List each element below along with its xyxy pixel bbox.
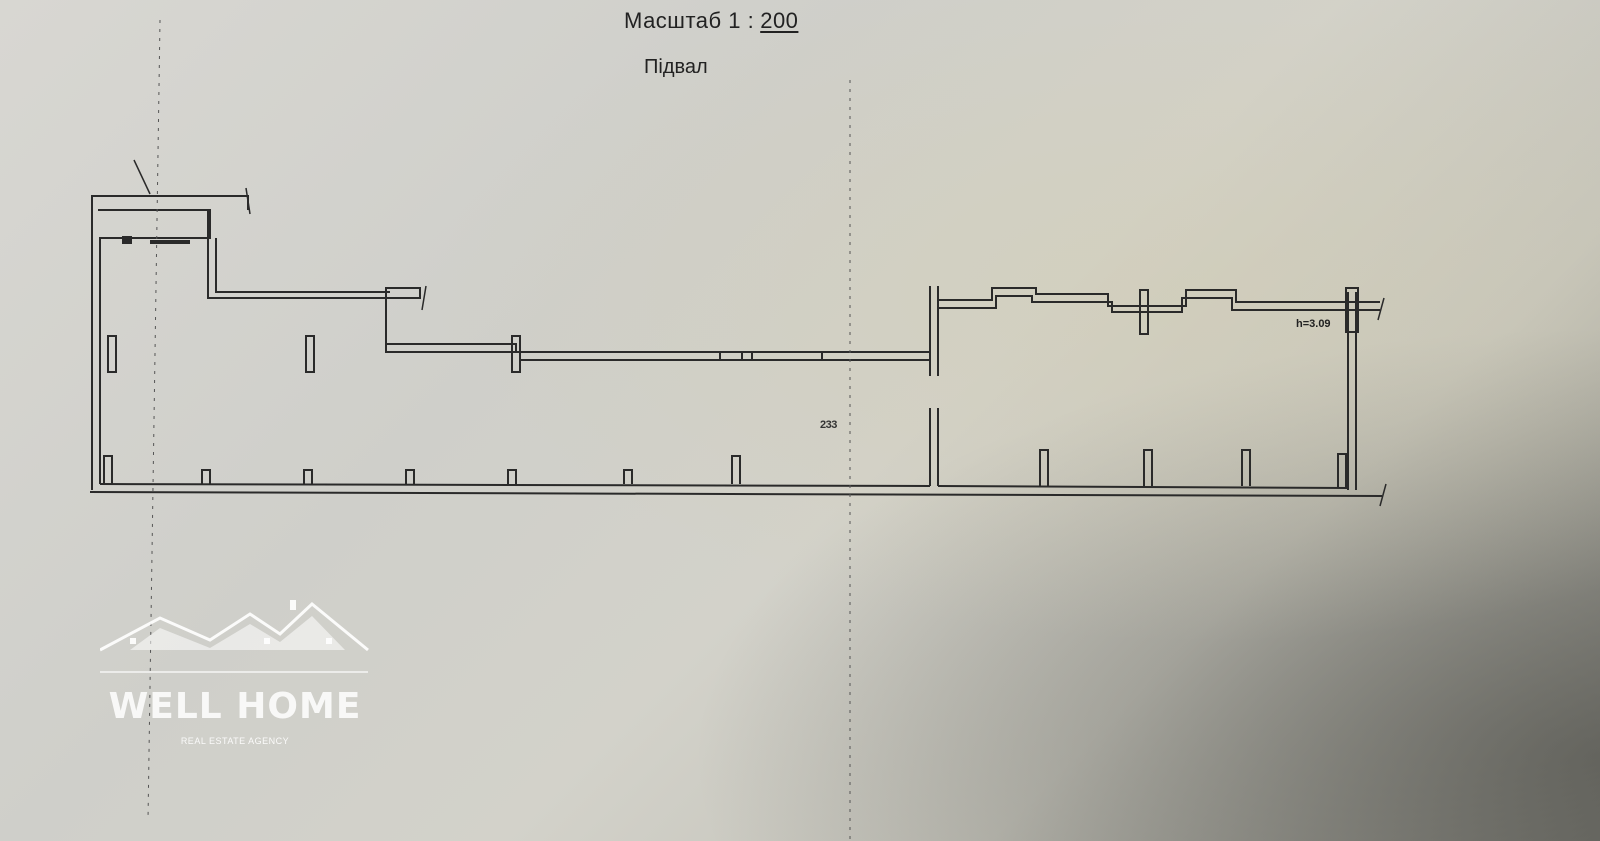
pilaster — [731, 455, 741, 484]
break-mark — [133, 159, 151, 195]
column — [719, 351, 743, 361]
hatch — [150, 240, 190, 244]
wall-right-outer — [1347, 292, 1357, 490]
pilaster — [507, 469, 517, 484]
pilaster — [303, 469, 313, 484]
watermark-brand: WELL HOME — [108, 686, 362, 727]
small-marks — [122, 236, 190, 244]
watermark-logo: WELL HOME REAL ESTATE AGENCY — [99, 600, 370, 760]
wall-top-step-1 — [207, 210, 516, 353]
house-roof-icon — [99, 600, 369, 673]
plan-columns — [103, 287, 1359, 488]
fold-lines — [147, 19, 851, 841]
pilaster — [1143, 449, 1153, 486]
pilaster — [623, 469, 633, 484]
scale-caption: Масштаб 1 :200 — [624, 8, 798, 34]
column — [511, 335, 521, 373]
watermark-tagline: REAL ESTATE AGENCY — [180, 736, 290, 746]
wall-mid-divider-lower — [929, 408, 939, 486]
wall-bottom-outer — [89, 491, 1383, 497]
pilaster — [405, 469, 415, 484]
column — [751, 351, 823, 361]
wall-right-top-inner — [938, 295, 1380, 313]
fold-line — [147, 19, 161, 821]
scale-label: Масштаб 1 : — [624, 8, 755, 33]
pilaster — [1337, 453, 1347, 488]
floor-title: Підвал — [644, 56, 708, 78]
break-mark — [1377, 297, 1385, 321]
wall-bottom-inner — [99, 483, 1349, 489]
plan-walls — [89, 195, 1383, 497]
pilaster — [1241, 449, 1251, 486]
wall-right-top — [938, 287, 1380, 307]
scale-value: 200 — [760, 8, 799, 33]
column — [1345, 287, 1359, 333]
wall-mid-divider — [929, 286, 939, 376]
pilaster — [201, 469, 211, 484]
column — [305, 335, 315, 373]
break-mark — [421, 285, 427, 311]
wall-left-inner — [98, 209, 211, 484]
wall-break-marks — [133, 159, 1387, 507]
pilaster — [103, 455, 113, 484]
pilaster — [1039, 449, 1049, 486]
break-mark — [245, 187, 251, 215]
room-area-label: 233 — [820, 419, 837, 431]
column — [107, 335, 117, 373]
break-mark — [1379, 483, 1387, 507]
ceiling-height-label: h=3.09 — [1296, 318, 1331, 330]
wall-top-step-1-inner — [215, 238, 390, 293]
column — [1139, 289, 1149, 335]
hatch — [122, 236, 132, 244]
